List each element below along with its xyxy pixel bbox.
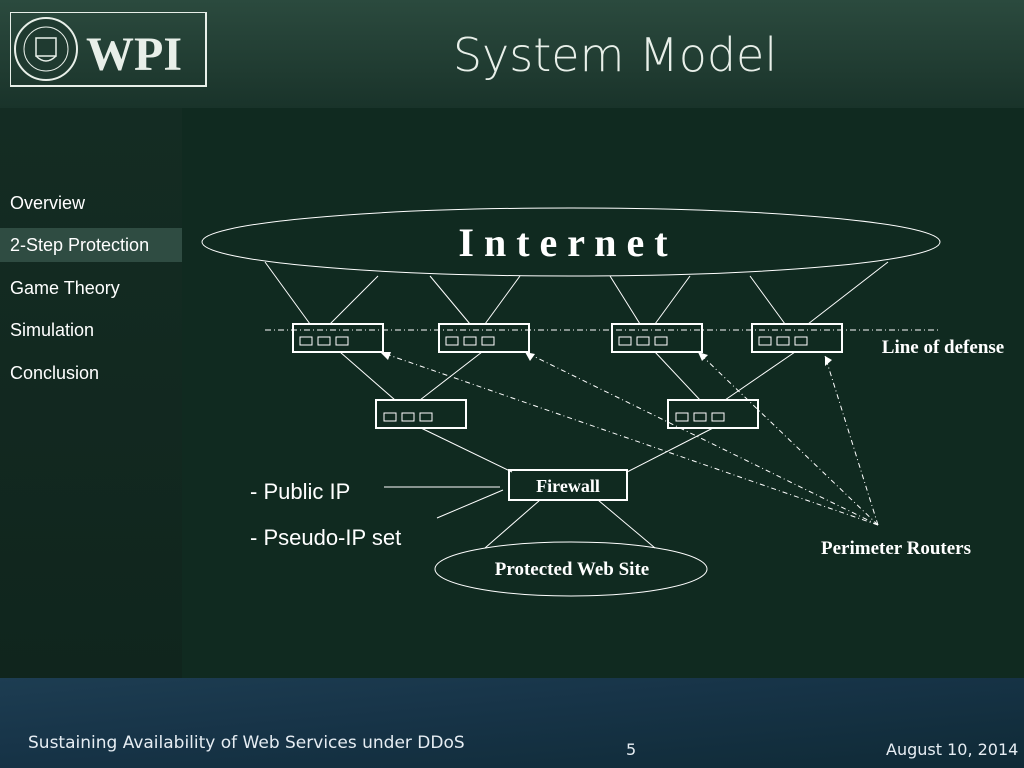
perimeter-router	[438, 323, 530, 353]
page-number: 5	[626, 740, 637, 759]
link-line	[264, 261, 311, 325]
inner-router	[375, 399, 467, 429]
link-line	[654, 275, 691, 325]
slide-date: August 10, 2014	[886, 740, 1019, 759]
protected-site-ellipse	[434, 541, 708, 597]
link-line	[339, 351, 396, 401]
link-line	[626, 427, 714, 473]
protected-site-label: Protected Web Site	[495, 559, 649, 580]
perimeter-router	[611, 323, 703, 353]
perimeter-router	[292, 323, 384, 353]
wpi-logo: WPI	[10, 12, 207, 87]
firewall-box	[508, 469, 628, 501]
sidebar-item-overview[interactable]: Overview	[10, 193, 86, 213]
internet-cloud	[201, 207, 941, 277]
link-line	[429, 275, 471, 325]
slide-footer: Sustaining Availability of Web Services …	[0, 678, 1024, 768]
link-line	[329, 275, 379, 325]
perimeter-pointer-lines	[379, 351, 879, 526]
link-line	[419, 351, 483, 401]
link-line	[609, 275, 641, 325]
perimeter-routers-label: Perimeter Routers	[821, 538, 971, 559]
line-of-defense-label: Line of defense	[882, 337, 1004, 358]
internet-label: I n t e r n e t	[458, 220, 668, 265]
sidebar: Overview 2-Step Protection Game Theory S…	[0, 108, 182, 678]
presentation-title: Sustaining Availability of Web Services …	[28, 733, 465, 753]
link-line	[420, 427, 513, 473]
annotation-line	[436, 489, 504, 519]
link-line	[654, 351, 701, 401]
logo-frame	[10, 12, 207, 87]
sidebar-item-game-theory[interactable]: Game Theory	[10, 278, 120, 298]
public-ip-annotation: - Public IP	[250, 479, 350, 504]
page-title: System Model	[452, 28, 778, 82]
sidebar-item-2-step-protection[interactable]: 2-Step Protection	[0, 228, 182, 262]
sidebar-item-simulation[interactable]: Simulation	[10, 320, 95, 340]
perimeter-router	[751, 323, 843, 353]
seal-icon	[14, 17, 78, 81]
link-line	[484, 275, 521, 325]
link-line	[724, 351, 796, 401]
sidebar-item-conclusion[interactable]: Conclusion	[10, 363, 100, 383]
link-line	[597, 499, 656, 549]
pseudo-ip-annotation: - Pseudo-IP set	[250, 525, 401, 550]
link-line	[749, 275, 786, 325]
logo-text: WPI	[86, 28, 182, 81]
slide-header: WPI System Model	[0, 0, 1024, 108]
inner-router	[667, 399, 759, 429]
link-line	[484, 499, 541, 549]
link-line	[807, 261, 889, 325]
firewall-label: Firewall	[536, 476, 600, 496]
arrowheads	[380, 352, 832, 366]
slide-content	[182, 108, 1024, 678]
